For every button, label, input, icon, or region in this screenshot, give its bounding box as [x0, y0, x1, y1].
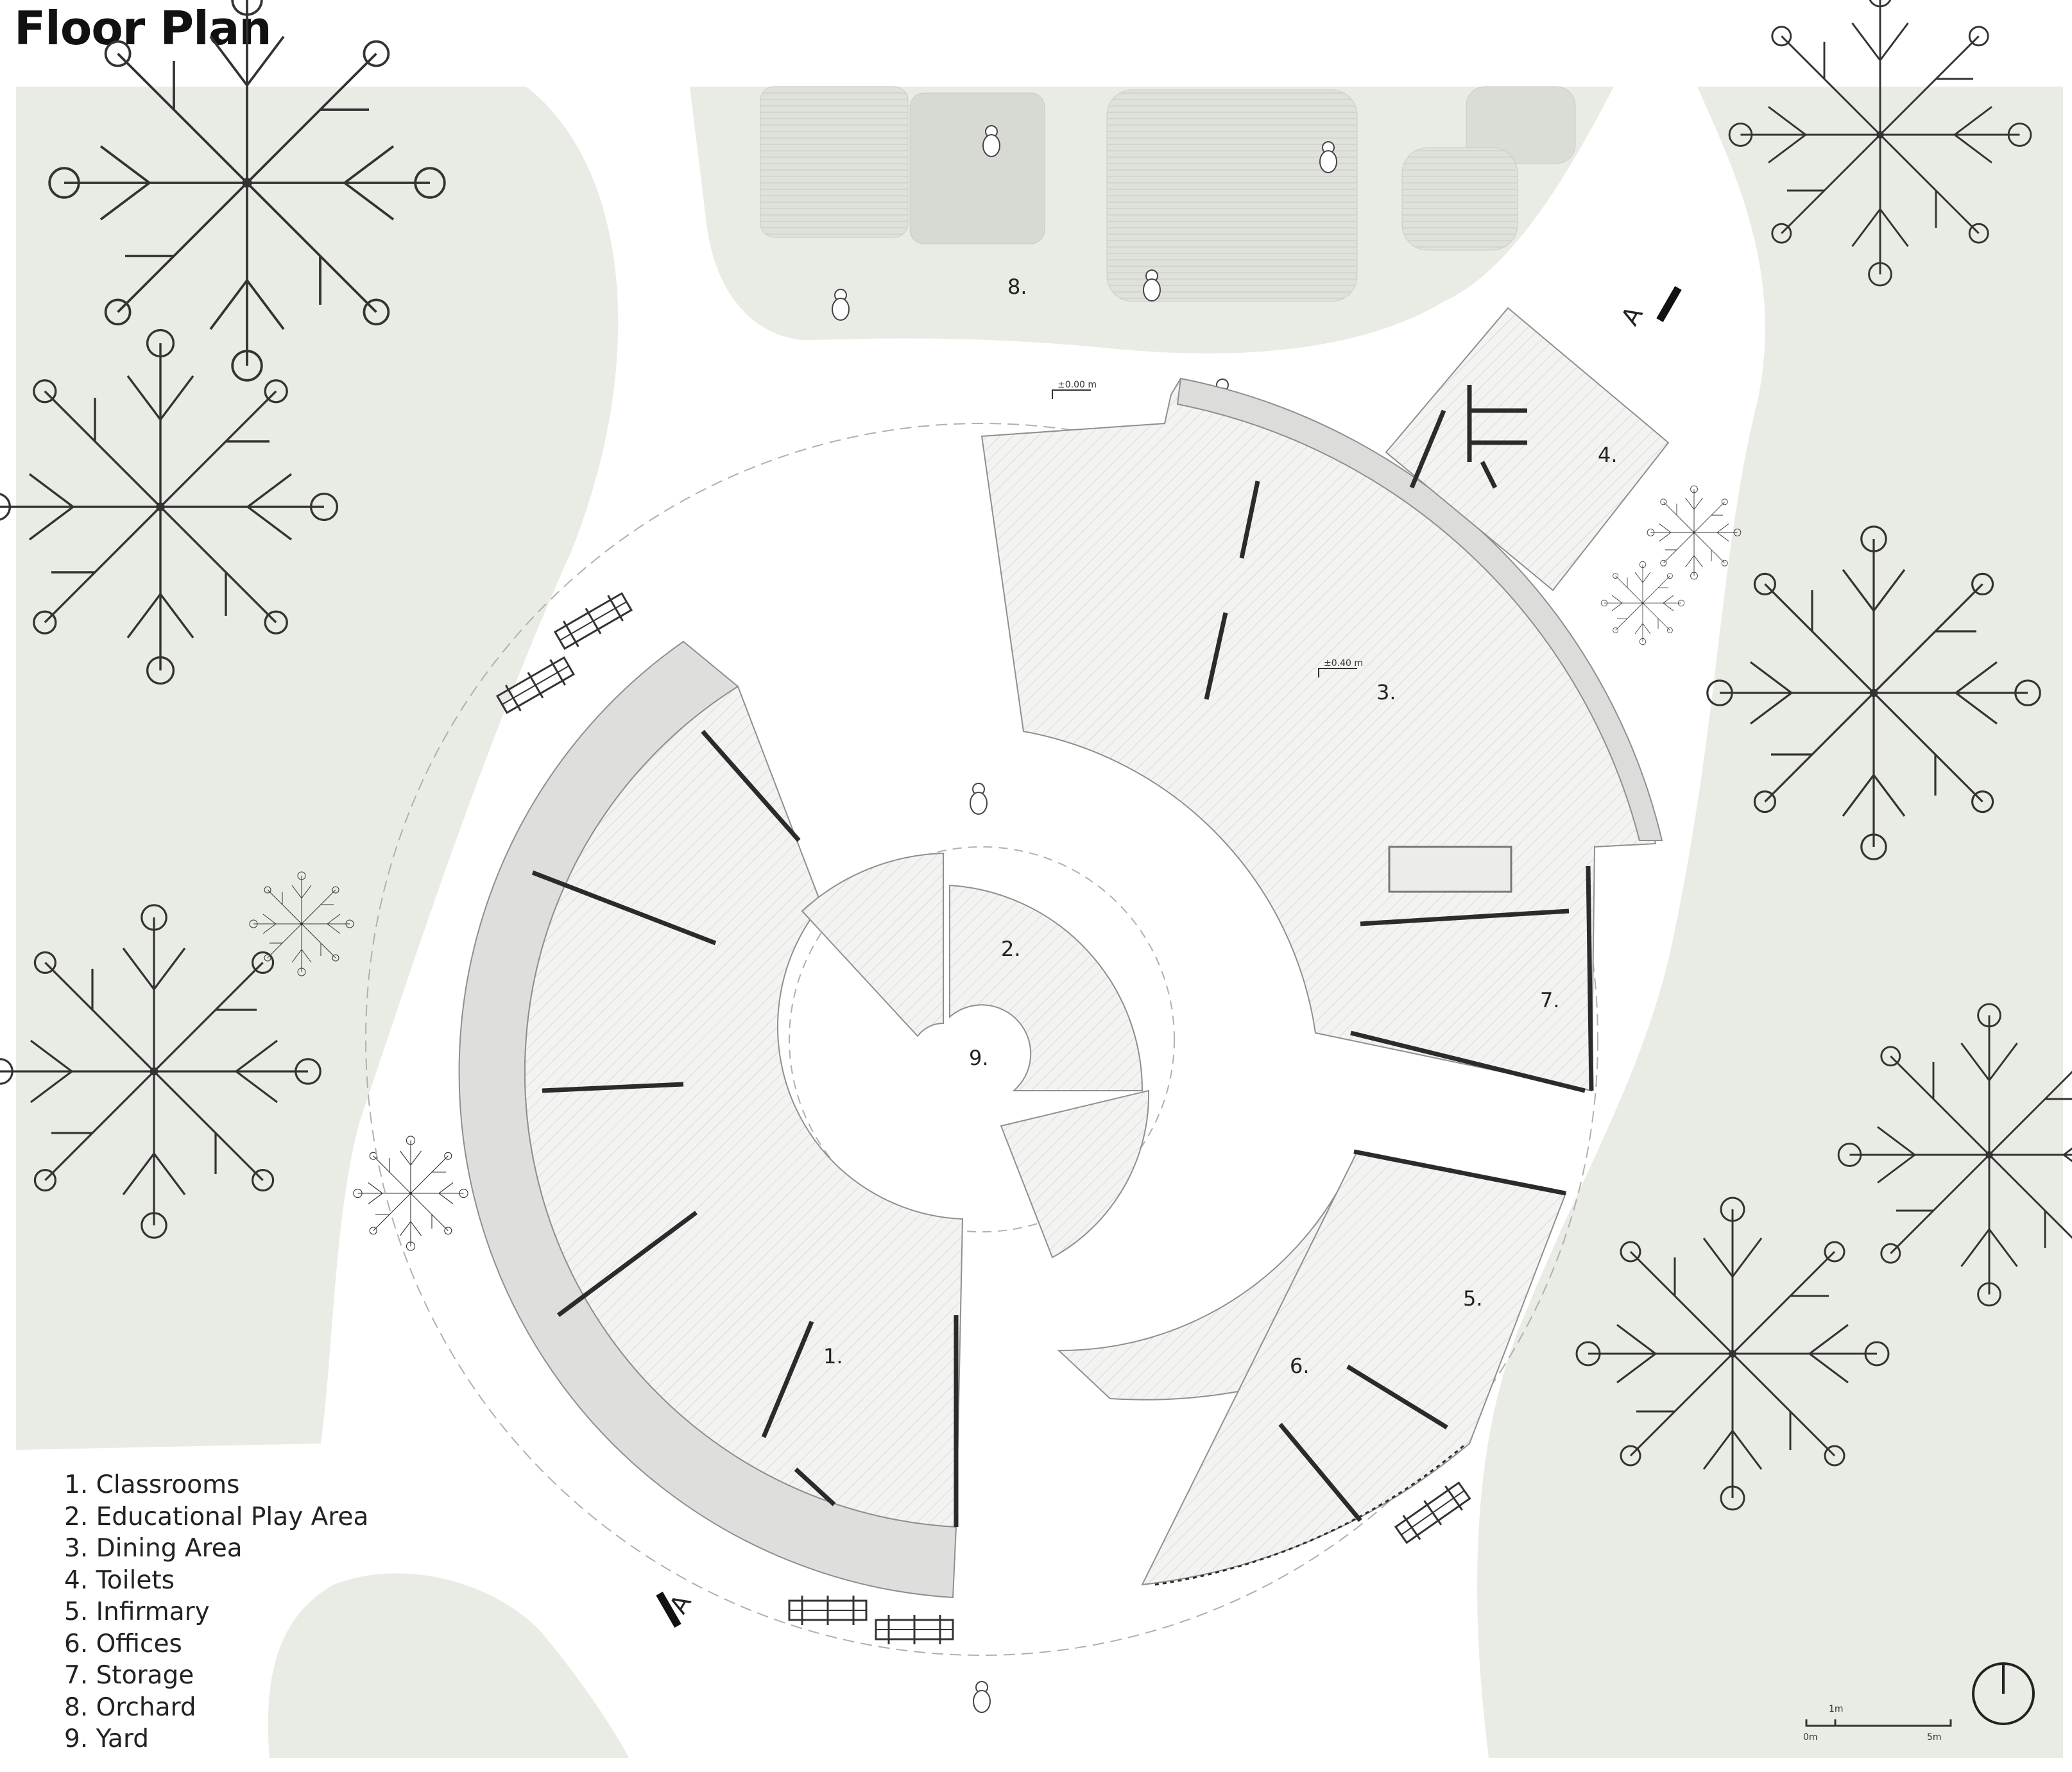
legend-item: 8. Orchard: [64, 1692, 196, 1722]
person-icon: [1319, 141, 1337, 173]
room-label-5: 5.: [1463, 1286, 1483, 1311]
toilets-wing: [1385, 307, 1670, 592]
legend-item: 7. Storage: [64, 1661, 194, 1690]
orchard-fields: [760, 86, 1576, 302]
landscape-area-left: [16, 87, 619, 1450]
person-icon: [970, 783, 988, 815]
room-label-4: 4.: [1598, 443, 1618, 467]
bench-icon: [551, 588, 635, 654]
infirmary-offices-wing: [1057, 1149, 1567, 1586]
legend-item: 1. Classrooms: [64, 1470, 240, 1499]
outer-dashed-circle: [365, 423, 1598, 1656]
svg-text:±0.40 m: ±0.40 m: [1324, 658, 1363, 669]
tree-icon: [1575, 1197, 1890, 1511]
section-marker-bottom: A: [656, 1590, 697, 1628]
room-label-8: 8.: [1007, 275, 1027, 299]
svg-text:5m: 5m: [1927, 1732, 1942, 1742]
tree-icon: [1706, 525, 2041, 860]
dining-wing: [980, 377, 1663, 1093]
room-label-9: 9.: [969, 1046, 989, 1070]
person-icon: [973, 1681, 991, 1713]
room-label-6: 6.: [1290, 1354, 1310, 1378]
legend-item: 4. Toilets: [64, 1565, 175, 1595]
tree-icon: [353, 1136, 468, 1251]
landscape-area-bottom: [268, 1573, 629, 1758]
legend-item: 5. Infirmary: [64, 1597, 210, 1626]
level-marker-raised: ±0.40 m: [1318, 658, 1363, 677]
bench-icon: [875, 1614, 954, 1646]
legend-item: 3. Dining Area: [64, 1534, 243, 1563]
tree-icon: [1647, 485, 1742, 580]
person-icon: [982, 125, 1000, 157]
svg-text:0m: 0m: [1803, 1732, 1818, 1742]
room-legend: 1. Classrooms 2. Educational Play Area 3…: [64, 1469, 368, 1755]
room-label-7: 7.: [1540, 988, 1560, 1012]
section-marker-top: A: [1616, 285, 1682, 330]
legend-item: 2. Educational Play Area: [64, 1502, 369, 1531]
svg-text:±0.00 m: ±0.00 m: [1057, 380, 1097, 390]
page-title: Floor Plan: [14, 1, 272, 55]
landscape-area-right: [1477, 87, 2063, 1758]
bench-icon: [788, 1594, 868, 1626]
classrooms-wing: [458, 640, 964, 1599]
scale-bar: 1m 0m 5m: [1803, 1704, 1952, 1742]
yard-dashed-circle: [789, 846, 1175, 1232]
room-label-1: 1.: [823, 1344, 843, 1368]
north-arrow-icon: [1972, 1662, 2035, 1725]
level-marker-ground: ±0.00 m: [1052, 380, 1097, 399]
svg-text:A: A: [1616, 302, 1648, 330]
room-label-2: 2.: [1001, 937, 1021, 961]
person-icon: [1143, 269, 1161, 302]
room-label-3: 3.: [1376, 680, 1396, 704]
legend-item: 6. Offices: [64, 1629, 182, 1658]
svg-text:1m: 1m: [1829, 1704, 1844, 1714]
legend-item: 9. Yard: [64, 1725, 150, 1753]
person-icon: [832, 289, 850, 321]
tree-icon: [1600, 561, 1685, 645]
play-area-wing: [801, 852, 1150, 1259]
tree-icon: [249, 871, 354, 976]
